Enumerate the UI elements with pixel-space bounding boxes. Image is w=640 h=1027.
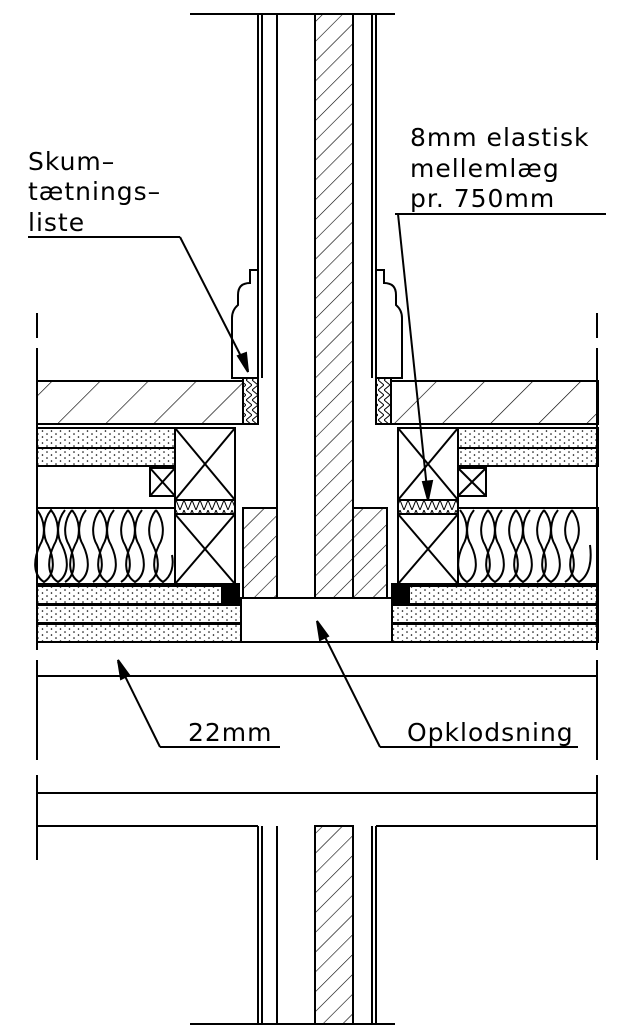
timber-lower-right [397, 513, 459, 585]
foam-sealing-strip-right [375, 377, 392, 425]
label-elastic-line1: 8mm elastisk [410, 123, 589, 152]
packing-post-left [242, 507, 278, 599]
leader-packing [316, 620, 578, 748]
elastic-interlayer-right [397, 499, 459, 515]
seal-block-right [391, 583, 410, 605]
slab [37, 641, 598, 827]
skirting-right [376, 269, 403, 379]
packing-post-right [352, 507, 388, 599]
insulation-right [457, 507, 599, 585]
floor-board-left [36, 380, 244, 425]
batten-left [149, 467, 176, 497]
batten-right [457, 467, 487, 497]
lower-board-left-2 [36, 604, 242, 624]
seal-block-left [221, 583, 240, 605]
label-foam-line3: liste [28, 208, 85, 237]
insulation-left [34, 507, 176, 585]
leader-elastic [395, 213, 606, 501]
floor-board-right [390, 380, 599, 425]
label-elastic-line2: mellemlæg [410, 154, 560, 183]
lower-board-left-1 [36, 585, 223, 605]
packing-block [240, 597, 393, 643]
wall-element-lower [190, 825, 395, 1025]
timber-upper-left [174, 427, 236, 501]
timber-lower-left [174, 513, 236, 585]
break-lines [36, 313, 598, 860]
upper-board-left-1 [36, 427, 176, 449]
label-foam-line2: tætnings– [28, 177, 161, 206]
foam-sealing-strip-left [242, 377, 259, 425]
label-packing: Opklodsning [407, 718, 574, 747]
lower-board-right-3 [391, 623, 599, 643]
upper-board-right-2 [457, 447, 599, 467]
label-foam-line1: Skum– [28, 147, 115, 176]
label-dimension: 22mm [188, 718, 273, 747]
upper-board-right-1 [457, 427, 599, 449]
elastic-interlayer-left [174, 499, 236, 515]
leader-foam [28, 236, 249, 373]
lower-board-right-1 [408, 585, 599, 605]
lower-board-right-2 [391, 604, 599, 624]
label-elastic-line3: pr. 750mm [410, 184, 555, 213]
leader-dimension [117, 659, 280, 748]
upper-board-left-2 [36, 447, 176, 467]
lower-board-left-3 [36, 623, 242, 643]
skirting-left [231, 269, 258, 379]
